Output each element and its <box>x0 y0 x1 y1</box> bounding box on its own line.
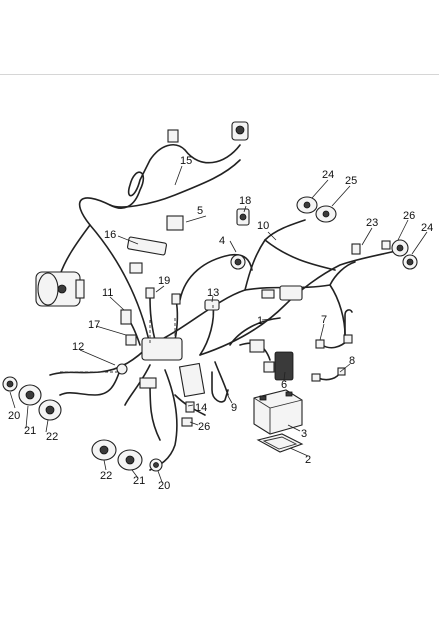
part-18 <box>236 208 250 226</box>
connector-part-5 <box>166 215 184 231</box>
callout-23: 23 <box>366 217 378 229</box>
regulator <box>261 285 303 301</box>
callout-22-left: 22 <box>46 431 58 443</box>
callout-22-bottom: 22 <box>100 470 112 482</box>
leader-lines <box>9 165 428 483</box>
callout-9: 9 <box>231 402 237 414</box>
ignition-coil <box>230 254 246 270</box>
turn-signal-upper <box>296 196 337 223</box>
part-7-lead <box>315 309 353 349</box>
top-switch-assembly <box>167 121 249 143</box>
parts-14-26 <box>181 401 195 427</box>
callout-18: 18 <box>239 195 251 207</box>
callout-25: 25 <box>345 175 357 187</box>
callout-labels: 15 5 16 18 10 4 24 25 23 26 24 19 13 11 … <box>8 155 433 492</box>
part-9-lead <box>211 371 229 403</box>
rear-lights-left <box>2 376 62 421</box>
callout-7: 7 <box>321 314 327 326</box>
callout-12: 12 <box>72 341 84 353</box>
relay-strip <box>127 236 167 274</box>
central-junction <box>139 337 265 398</box>
turn-signal-right <box>351 239 418 270</box>
callout-16: 16 <box>104 229 116 241</box>
callout-19: 19 <box>158 275 170 287</box>
callout-1: 1 <box>257 315 263 327</box>
callout-6: 6 <box>281 379 287 391</box>
callout-21-bottom: 21 <box>133 475 145 487</box>
callout-3: 3 <box>301 428 307 440</box>
callout-13: 13 <box>207 287 219 299</box>
callout-24-upper: 24 <box>322 169 334 181</box>
callout-8: 8 <box>349 355 355 367</box>
callout-24-right: 24 <box>421 222 433 234</box>
callout-17: 17 <box>88 319 100 331</box>
header-divider <box>0 74 439 75</box>
callout-26-right: 26 <box>403 210 415 222</box>
callout-11: 11 <box>102 287 113 299</box>
callout-14: 14 <box>195 402 207 414</box>
callout-2: 2 <box>305 454 311 466</box>
callout-15: 15 <box>180 155 192 167</box>
main-harness <box>49 144 401 471</box>
rear-lights-bottom <box>91 439 163 472</box>
callout-21-left: 21 <box>24 425 36 437</box>
callout-20-left: 20 <box>8 410 20 422</box>
small-connectors <box>116 287 220 375</box>
callout-5: 5 <box>197 205 203 217</box>
dashed-guides <box>60 305 214 373</box>
starter-motor <box>35 271 85 307</box>
battery-tray <box>256 433 304 453</box>
callout-26-left: 26 <box>198 421 210 433</box>
callout-10: 10 <box>257 220 269 232</box>
callout-20-bottom: 20 <box>158 480 170 492</box>
part-8-lead <box>311 367 346 382</box>
callout-4: 4 <box>219 235 225 247</box>
battery <box>253 389 303 435</box>
